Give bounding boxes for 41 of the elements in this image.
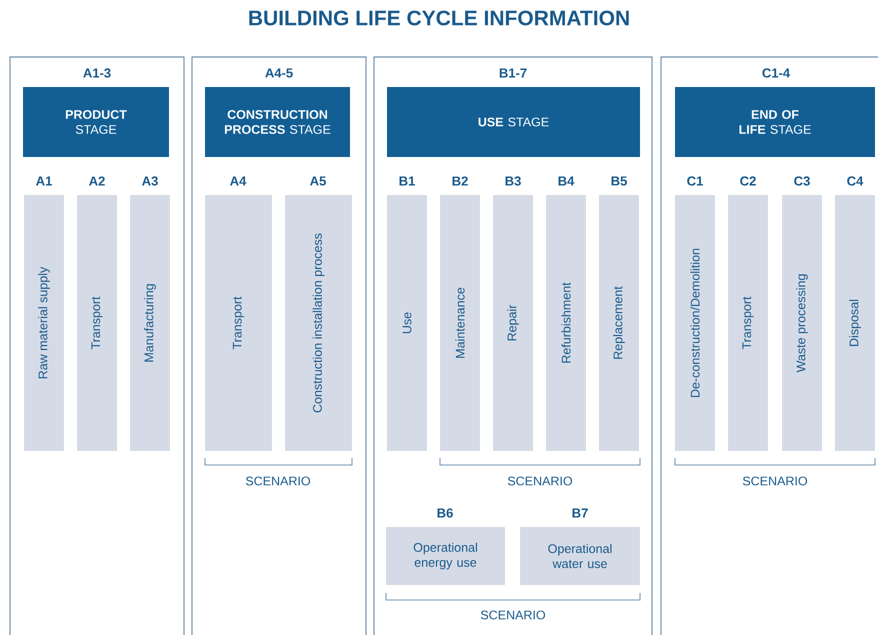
module-box: B6 Operational energy use <box>386 508 505 585</box>
node-label: C1 <box>687 176 703 186</box>
node-label: A2 <box>89 176 105 186</box>
module-bar: B3 Repair <box>493 176 533 451</box>
node-label: C3 <box>794 176 810 186</box>
module-bar: C4 Disposal <box>835 176 875 451</box>
stage-band: END OF LIFE STAGE <box>675 87 875 157</box>
scenario-label: SCENARIO <box>246 476 310 486</box>
node-label: B3 <box>506 176 521 186</box>
node-label: A1 <box>36 176 52 186</box>
node-label: C2 <box>740 176 756 186</box>
scenario-label: SCENARIO <box>480 610 546 620</box>
module-bar: A3 Manufacturing <box>130 176 170 451</box>
node-label: B2 <box>452 176 468 186</box>
node-label: B7 <box>572 508 588 518</box>
stage-band: CONSTRUCTION PROCESS STAGE <box>205 87 350 157</box>
stage-band: USE STAGE <box>387 87 640 157</box>
scenario-label: SCENARIO <box>742 476 808 486</box>
module-bar: B2 Maintenance <box>440 176 480 451</box>
module-bar: B4 Refurbishment <box>546 176 586 451</box>
module-bar: C3 Waste processing <box>782 176 822 451</box>
module-bar: A4 Transport <box>205 176 272 451</box>
module-bar: A2 Transport <box>77 176 117 451</box>
node-label: A5 <box>310 176 326 186</box>
module-bar: A1 Raw material supply <box>24 176 64 451</box>
node-label: B1 <box>400 176 415 186</box>
node-label: B5 <box>612 176 627 186</box>
module-box: B7 Operational water use <box>520 508 640 585</box>
module-bar: B1 Use <box>387 176 427 451</box>
node-label: B4 <box>558 176 574 186</box>
node-label: C4 <box>847 176 864 186</box>
module-bar: C1 De-construction/Demolition <box>675 176 715 451</box>
title: BUILDING LIFE CYCLE INFORMATION <box>249 10 629 26</box>
scenario-label: SCENARIO <box>508 476 572 486</box>
module-bar: B5 Replacement <box>599 176 639 451</box>
node-label: A4 <box>230 176 246 186</box>
module-bar: A5 Construction installation process <box>285 176 352 451</box>
module-bar: C2 Transport <box>728 176 768 451</box>
stage-band: PRODUCT STAGE <box>23 87 169 157</box>
node-label: B6 <box>438 508 453 518</box>
node-label: A3 <box>142 176 158 186</box>
